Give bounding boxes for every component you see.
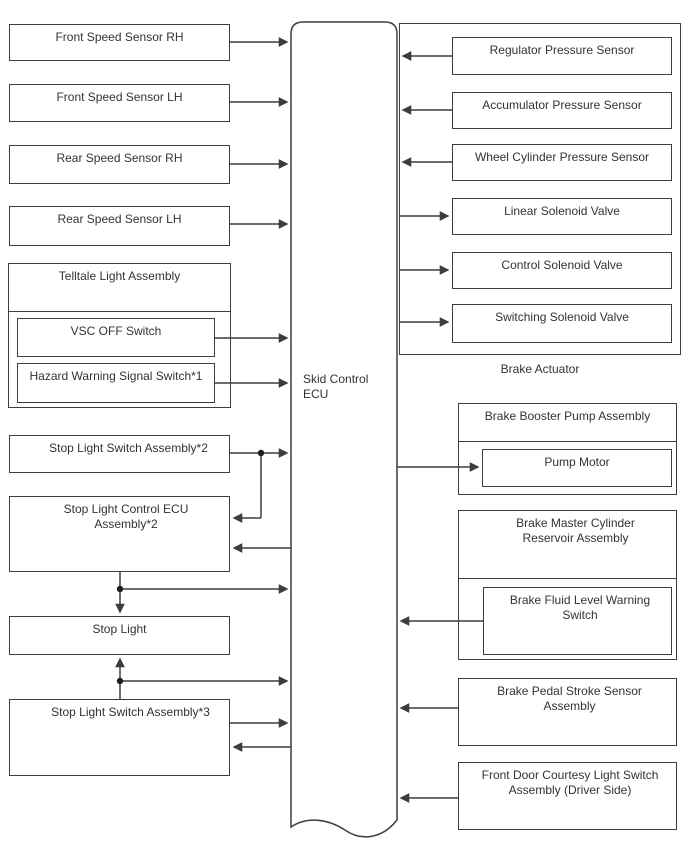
box-brake-master-cylinder-reservoir: Brake Master Cylinder Reservoir Assembly: [458, 510, 677, 660]
box-rear-speed-sensor-rh: Rear Speed Sensor RH: [9, 145, 230, 184]
box-wheel-cylinder-pressure-sensor: Wheel Cylinder Pressure Sensor: [452, 144, 672, 181]
stop-light-connectors: [115, 448, 291, 752]
linear-solenoid-valve-label: Linear Solenoid Valve: [504, 204, 620, 218]
stop-light-switch-assembly-3-label: Stop Light Switch Assembly*3: [51, 705, 210, 719]
left-connectors: [215, 37, 289, 388]
box-brake-booster-pump-assembly: Brake Booster Pump Assembly: [458, 403, 677, 495]
switching-solenoid-valve-label: Switching Solenoid Valve: [495, 310, 629, 324]
junction-dots: [116, 449, 265, 685]
ecu-label: Skid Control ECU: [303, 372, 369, 401]
front-speed-sensor-rh-label: Front Speed Sensor RH: [55, 30, 184, 44]
box-stop-light-switch-assembly-2: Stop Light Switch Assembly*2: [9, 435, 230, 473]
brake-actuator-label: Brake Actuator: [500, 362, 580, 376]
box-stop-light-switch-assembly-3: Stop Light Switch Assembly*3: [9, 699, 230, 776]
box-accumulator-pressure-sensor: Accumulator Pressure Sensor: [452, 92, 672, 129]
ecu-shape: [290, 21, 398, 838]
brake-pedal-stroke-sensor-label: Brake Pedal Stroke Sensor Assembly: [497, 684, 642, 713]
accumulator-pressure-sensor-label: Accumulator Pressure Sensor: [482, 98, 642, 112]
box-switching-solenoid-valve: Switching Solenoid Valve: [452, 304, 672, 343]
rear-speed-sensor-rh-label: Rear Speed Sensor RH: [56, 151, 183, 165]
box-vsc-off-switch: VSC OFF Switch: [17, 318, 215, 357]
stop-light-control-ecu-assembly-label: Stop Light Control ECU Assembly*2: [63, 502, 189, 531]
regulator-pressure-sensor-label: Regulator Pressure Sensor: [489, 43, 635, 57]
box-hazard-warning-signal-switch: Hazard Warning Signal Switch*1: [17, 363, 215, 403]
box-rear-speed-sensor-lh: Rear Speed Sensor LH: [9, 206, 230, 246]
box-front-door-courtesy-light-switch: Front Door Courtesy Light Switch Assembl…: [458, 762, 677, 830]
box-stop-light-control-ecu-assembly: Stop Light Control ECU Assembly*2: [9, 496, 230, 572]
box-linear-solenoid-valve: Linear Solenoid Valve: [452, 198, 672, 235]
box-front-speed-sensor-lh: Front Speed Sensor LH: [9, 84, 230, 122]
brake-booster-label-section: Brake Booster Pump Assembly: [459, 404, 676, 442]
front-speed-sensor-lh-label: Front Speed Sensor LH: [56, 90, 183, 104]
stop-light-switch-assembly-2-label: Stop Light Switch Assembly*2: [49, 441, 208, 455]
box-front-speed-sensor-rh: Front Speed Sensor RH: [9, 24, 230, 61]
box-control-solenoid-valve: Control Solenoid Valve: [452, 252, 672, 289]
front-door-courtesy-light-switch-label: Front Door Courtesy Light Switch Assembl…: [481, 768, 659, 797]
brake-booster-pump-assembly-label: Brake Booster Pump Assembly: [484, 409, 651, 423]
control-solenoid-valve-label: Control Solenoid Valve: [501, 258, 623, 272]
box-telltale-light-assembly: Telltale Light Assembly: [8, 263, 231, 408]
brake-master-cylinder-reservoir-label: Brake Master Cylinder Reservoir Assembly: [516, 516, 635, 545]
brake-fluid-level-warning-switch-label: Brake Fluid Level Warning Switch: [509, 593, 651, 622]
box-pump-motor: Pump Motor: [482, 449, 672, 487]
vsc-off-switch-label: VSC OFF Switch: [70, 324, 162, 338]
box-stop-light: Stop Light: [9, 616, 230, 655]
telltale-light-assembly-label: Telltale Light Assembly: [58, 269, 181, 283]
box-regulator-pressure-sensor: Regulator Pressure Sensor: [452, 37, 672, 75]
box-brake-actuator: [399, 23, 681, 355]
box-brake-fluid-level-warning-switch: Brake Fluid Level Warning Switch: [483, 587, 672, 655]
telltale-label-section: Telltale Light Assembly: [9, 264, 230, 312]
box-brake-pedal-stroke-sensor: Brake Pedal Stroke Sensor Assembly: [458, 678, 677, 746]
stop-light-label: Stop Light: [92, 622, 147, 636]
pump-motor-label: Pump Motor: [544, 455, 610, 469]
master-cylinder-label-section: Brake Master Cylinder Reservoir Assembly: [459, 511, 676, 579]
hazard-warning-signal-switch-label: Hazard Warning Signal Switch*1: [29, 369, 203, 383]
wheel-cylinder-pressure-sensor-label: Wheel Cylinder Pressure Sensor: [474, 150, 650, 164]
rear-speed-sensor-lh-label: Rear Speed Sensor LH: [57, 212, 182, 226]
right-connectors: [397, 51, 483, 803]
